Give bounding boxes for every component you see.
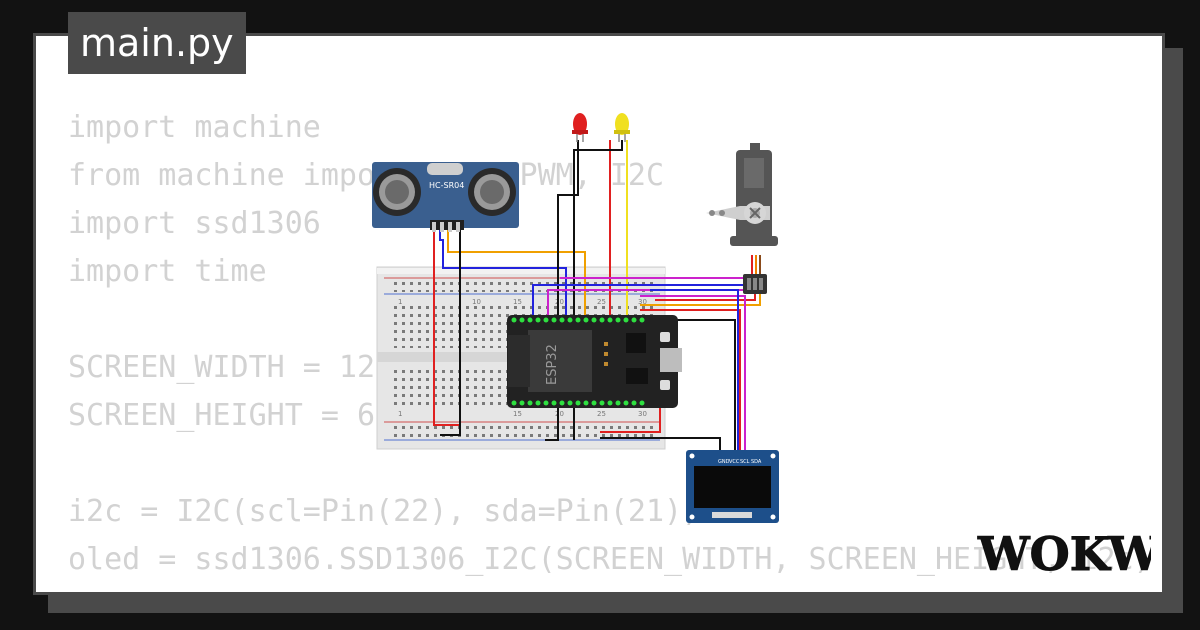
code-line: import machine [68, 110, 321, 145]
code-line: SCREEN_HEIGHT = 64 [68, 398, 394, 433]
wires [433, 140, 761, 455]
file-tab[interactable]: main.py [68, 12, 246, 74]
breadboard-col-label: 25 [597, 410, 606, 418]
esp32-label: ESP32 [545, 344, 560, 385]
ultrasonic-label: HC-SR04 [429, 181, 464, 190]
yellow-led [614, 113, 630, 142]
code-line: import ssd1306 [68, 206, 321, 241]
servo-motor [706, 143, 778, 294]
oled-pin-label: SCL [740, 459, 750, 465]
breadboard-col-label: 30 [638, 410, 647, 418]
wokwi-logo-text: WOKWi [977, 527, 1151, 580]
oled-pin-label: VCC [729, 459, 740, 465]
breadboard-col-label: 15 [513, 298, 522, 306]
breadboard-col-label: 20 [555, 410, 564, 418]
breadboard-col-label: 30 [638, 298, 647, 306]
code-line: i2c = I2C(scl=Pin(22), sda=Pin(21)) [68, 494, 701, 529]
oled-pin-label: GND [718, 459, 730, 465]
breadboard-col-label: 10 [472, 298, 481, 306]
red-led [572, 113, 588, 142]
breadboard-col-label: 25 [597, 298, 606, 306]
breadboard-col-label: 1 [398, 410, 402, 418]
breadboard-col-label: 20 [555, 298, 564, 306]
esp32-board: ESP32 [507, 315, 682, 408]
breadboard-col-label: 1 [398, 298, 402, 306]
breadboard-col-label: 15 [513, 410, 522, 418]
code-line: oled = ssd1306.SSD1306_I2C(SCREEN_WIDTH,… [68, 542, 1152, 577]
wokwi-logo[interactable]: WOKWi [976, 524, 1152, 581]
oled-pin-label: SDA [751, 459, 762, 465]
ultrasonic-sensor: HC-SR04 [372, 162, 519, 232]
oled-display: GND VCC SCL SDA [686, 450, 779, 523]
code-line: import time [68, 254, 267, 289]
